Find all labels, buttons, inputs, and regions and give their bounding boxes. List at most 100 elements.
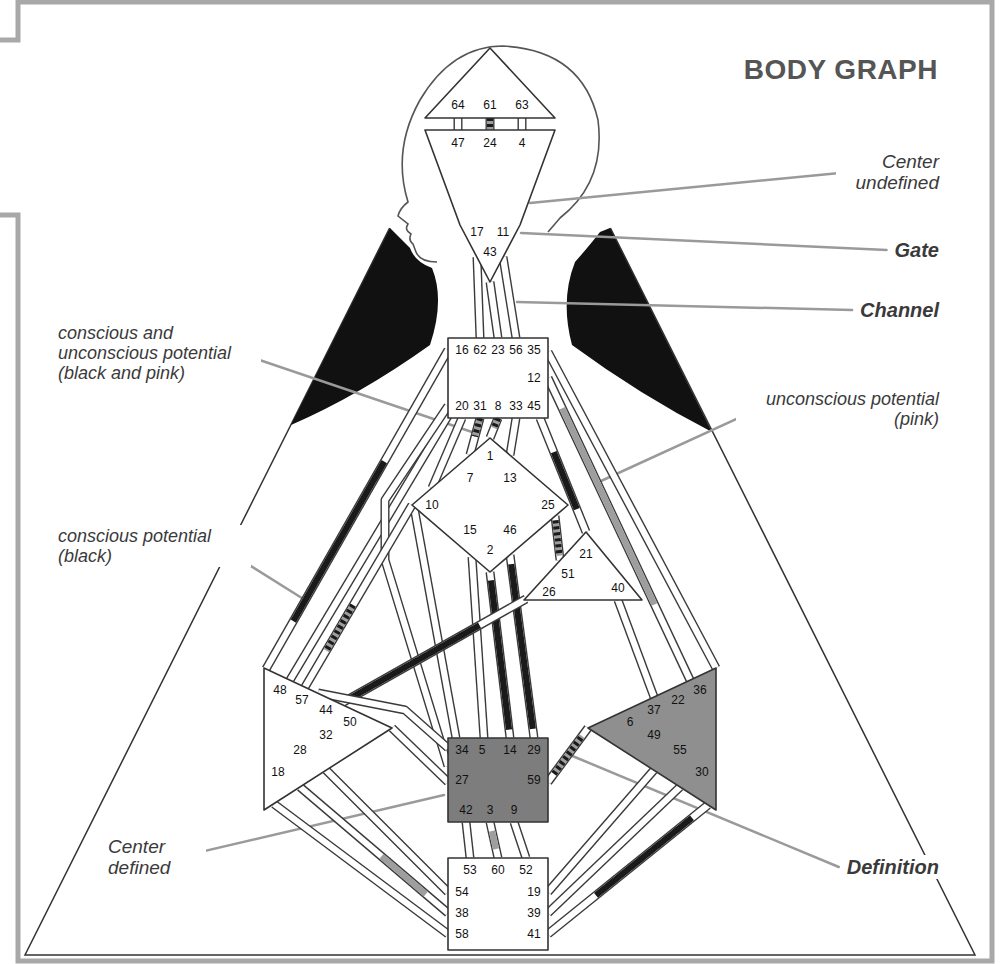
channel-outline	[326, 770, 448, 892]
gate-number: 34	[455, 744, 468, 756]
conscious-activation	[475, 418, 480, 437]
channel-inner	[519, 118, 525, 130]
conscious-activation	[487, 118, 493, 130]
conscious-activation	[556, 520, 560, 555]
channel-outline	[490, 418, 498, 438]
channel-outline	[340, 599, 526, 704]
channel-outline	[466, 822, 470, 858]
channel-outline	[548, 378, 690, 680]
center-outline-shape	[448, 858, 548, 950]
channel	[555, 516, 560, 560]
center-outline-shape	[524, 532, 642, 600]
gate-number: 17	[470, 226, 483, 238]
conscious-activation	[326, 605, 353, 651]
channel-outline	[300, 787, 448, 913]
channel-outline	[305, 505, 412, 687]
center-shape: 47244171143	[425, 130, 555, 282]
gate-number: 8	[495, 400, 502, 412]
leader-line	[521, 233, 887, 250]
channel-inner	[392, 728, 448, 782]
channel	[548, 787, 680, 913]
gate-number: 3	[487, 804, 494, 816]
callout-label: Definition	[844, 855, 942, 879]
channel-inner	[340, 599, 526, 704]
channel-outline	[503, 257, 516, 338]
callout-label: Center defined	[105, 835, 206, 880]
gate-number: 19	[527, 886, 540, 898]
gate-number: 47	[451, 137, 464, 149]
center-shape: 345142927594239	[448, 738, 548, 822]
gate-number: 39	[527, 907, 540, 919]
center-shape: 21512640	[524, 532, 642, 600]
gate-number: 43	[483, 246, 496, 258]
channel	[274, 804, 448, 934]
gate-number: 50	[343, 716, 356, 728]
callout-label: conscious potential (black)	[55, 525, 251, 567]
gate-number: 48	[273, 684, 286, 696]
channel	[490, 572, 510, 738]
channel-outline	[518, 118, 527, 130]
channel-inner	[503, 257, 516, 338]
gate-number: 42	[459, 804, 472, 816]
gate-number: 52	[519, 864, 532, 876]
gate-number: 29	[527, 744, 540, 756]
gate-number: 49	[647, 729, 660, 741]
channel-inner	[510, 418, 516, 455]
gate-number: 26	[542, 586, 555, 598]
channel-inner	[305, 505, 412, 687]
gate-number: 10	[425, 499, 438, 511]
channel	[392, 728, 448, 782]
gate-number: 23	[491, 344, 504, 356]
channel	[548, 805, 708, 934]
channel-outline	[548, 728, 588, 782]
channel-inner	[548, 728, 588, 782]
channel-outline	[548, 787, 680, 913]
shoulder-shape	[567, 228, 712, 432]
channel-outline	[510, 418, 516, 455]
conscious-activation	[491, 580, 509, 729]
gate-number: 53	[463, 864, 476, 876]
gate-number: 64	[451, 99, 464, 111]
channel-inner	[490, 822, 498, 858]
channel-outline	[274, 804, 448, 934]
channel-inner	[490, 418, 498, 438]
channel	[472, 557, 484, 738]
channel	[414, 507, 456, 738]
channel-outline	[472, 557, 484, 738]
unconscious-activation	[556, 520, 560, 555]
channel-inner	[490, 282, 498, 338]
gate-number: 36	[693, 684, 706, 696]
channel-inner	[300, 787, 448, 913]
channel	[340, 599, 526, 704]
gate-number: 14	[503, 744, 516, 756]
channel	[548, 378, 690, 680]
gate-number: 40	[611, 582, 624, 594]
gate-number: 54	[455, 886, 468, 898]
center-shape: 166223563512203183345	[448, 338, 548, 418]
leader-line	[601, 409, 758, 481]
gate-number: 62	[473, 344, 486, 356]
channel	[326, 770, 448, 892]
center-outline-shape	[425, 48, 555, 118]
callout-label: Channel	[857, 298, 942, 322]
unconscious-activation	[326, 605, 353, 651]
leader-lines	[178, 172, 886, 867]
channel	[510, 418, 516, 455]
channel-inner	[490, 572, 510, 738]
gate-number: 28	[293, 744, 306, 756]
center-shape: 536052541938395841	[448, 858, 548, 950]
gate-number: 24	[483, 137, 496, 149]
channel-inner	[326, 770, 448, 892]
channel-inner	[477, 257, 480, 338]
channel-inner	[466, 822, 470, 858]
gate-number: 7	[467, 472, 474, 484]
channel-inner	[548, 378, 690, 680]
channel-outline	[490, 282, 498, 338]
gate-number: 51	[561, 568, 574, 580]
channel	[522, 118, 523, 130]
channel-outline	[514, 822, 526, 858]
center-outline-shape	[412, 438, 568, 572]
conscious-activation	[596, 818, 692, 895]
gate-number: 41	[527, 928, 540, 940]
channel-inner	[548, 352, 716, 668]
